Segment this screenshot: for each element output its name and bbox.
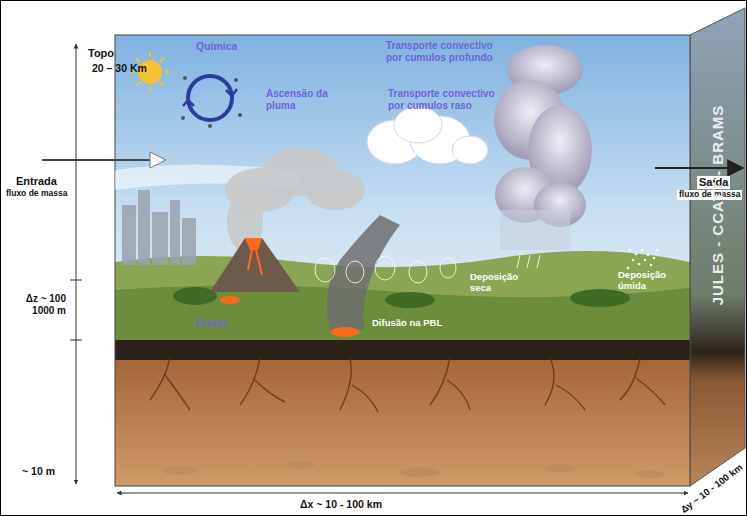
dimension-label: Δx ~ 10 - 100 km bbox=[300, 498, 382, 510]
process-label: Ascensão da pluma bbox=[266, 88, 338, 111]
inflow-label: Entrada bbox=[16, 175, 57, 188]
height-label: Topo bbox=[88, 47, 114, 60]
process-label: Transporte convectivo por cumulos profun… bbox=[386, 40, 511, 63]
model-name: JULES - CCATT - BRAMS bbox=[709, 105, 726, 306]
dimension-label: 20 – 30 Km bbox=[92, 62, 147, 74]
process-label: Difusão na PBL bbox=[372, 318, 442, 329]
dimension-label: Δz ~ 100 1000 m bbox=[8, 293, 66, 316]
process-label: Transporte convectivo por cumulos raso bbox=[388, 88, 506, 111]
process-label: Deposição seca bbox=[470, 272, 524, 294]
process-label: Fontes bbox=[195, 318, 228, 330]
process-label: Química bbox=[196, 40, 237, 52]
process-label: Deposição úmida bbox=[618, 270, 672, 292]
inflow-sublabel: fluxo de massa bbox=[6, 189, 67, 199]
dimension-label: ~ 10 m bbox=[22, 465, 55, 477]
